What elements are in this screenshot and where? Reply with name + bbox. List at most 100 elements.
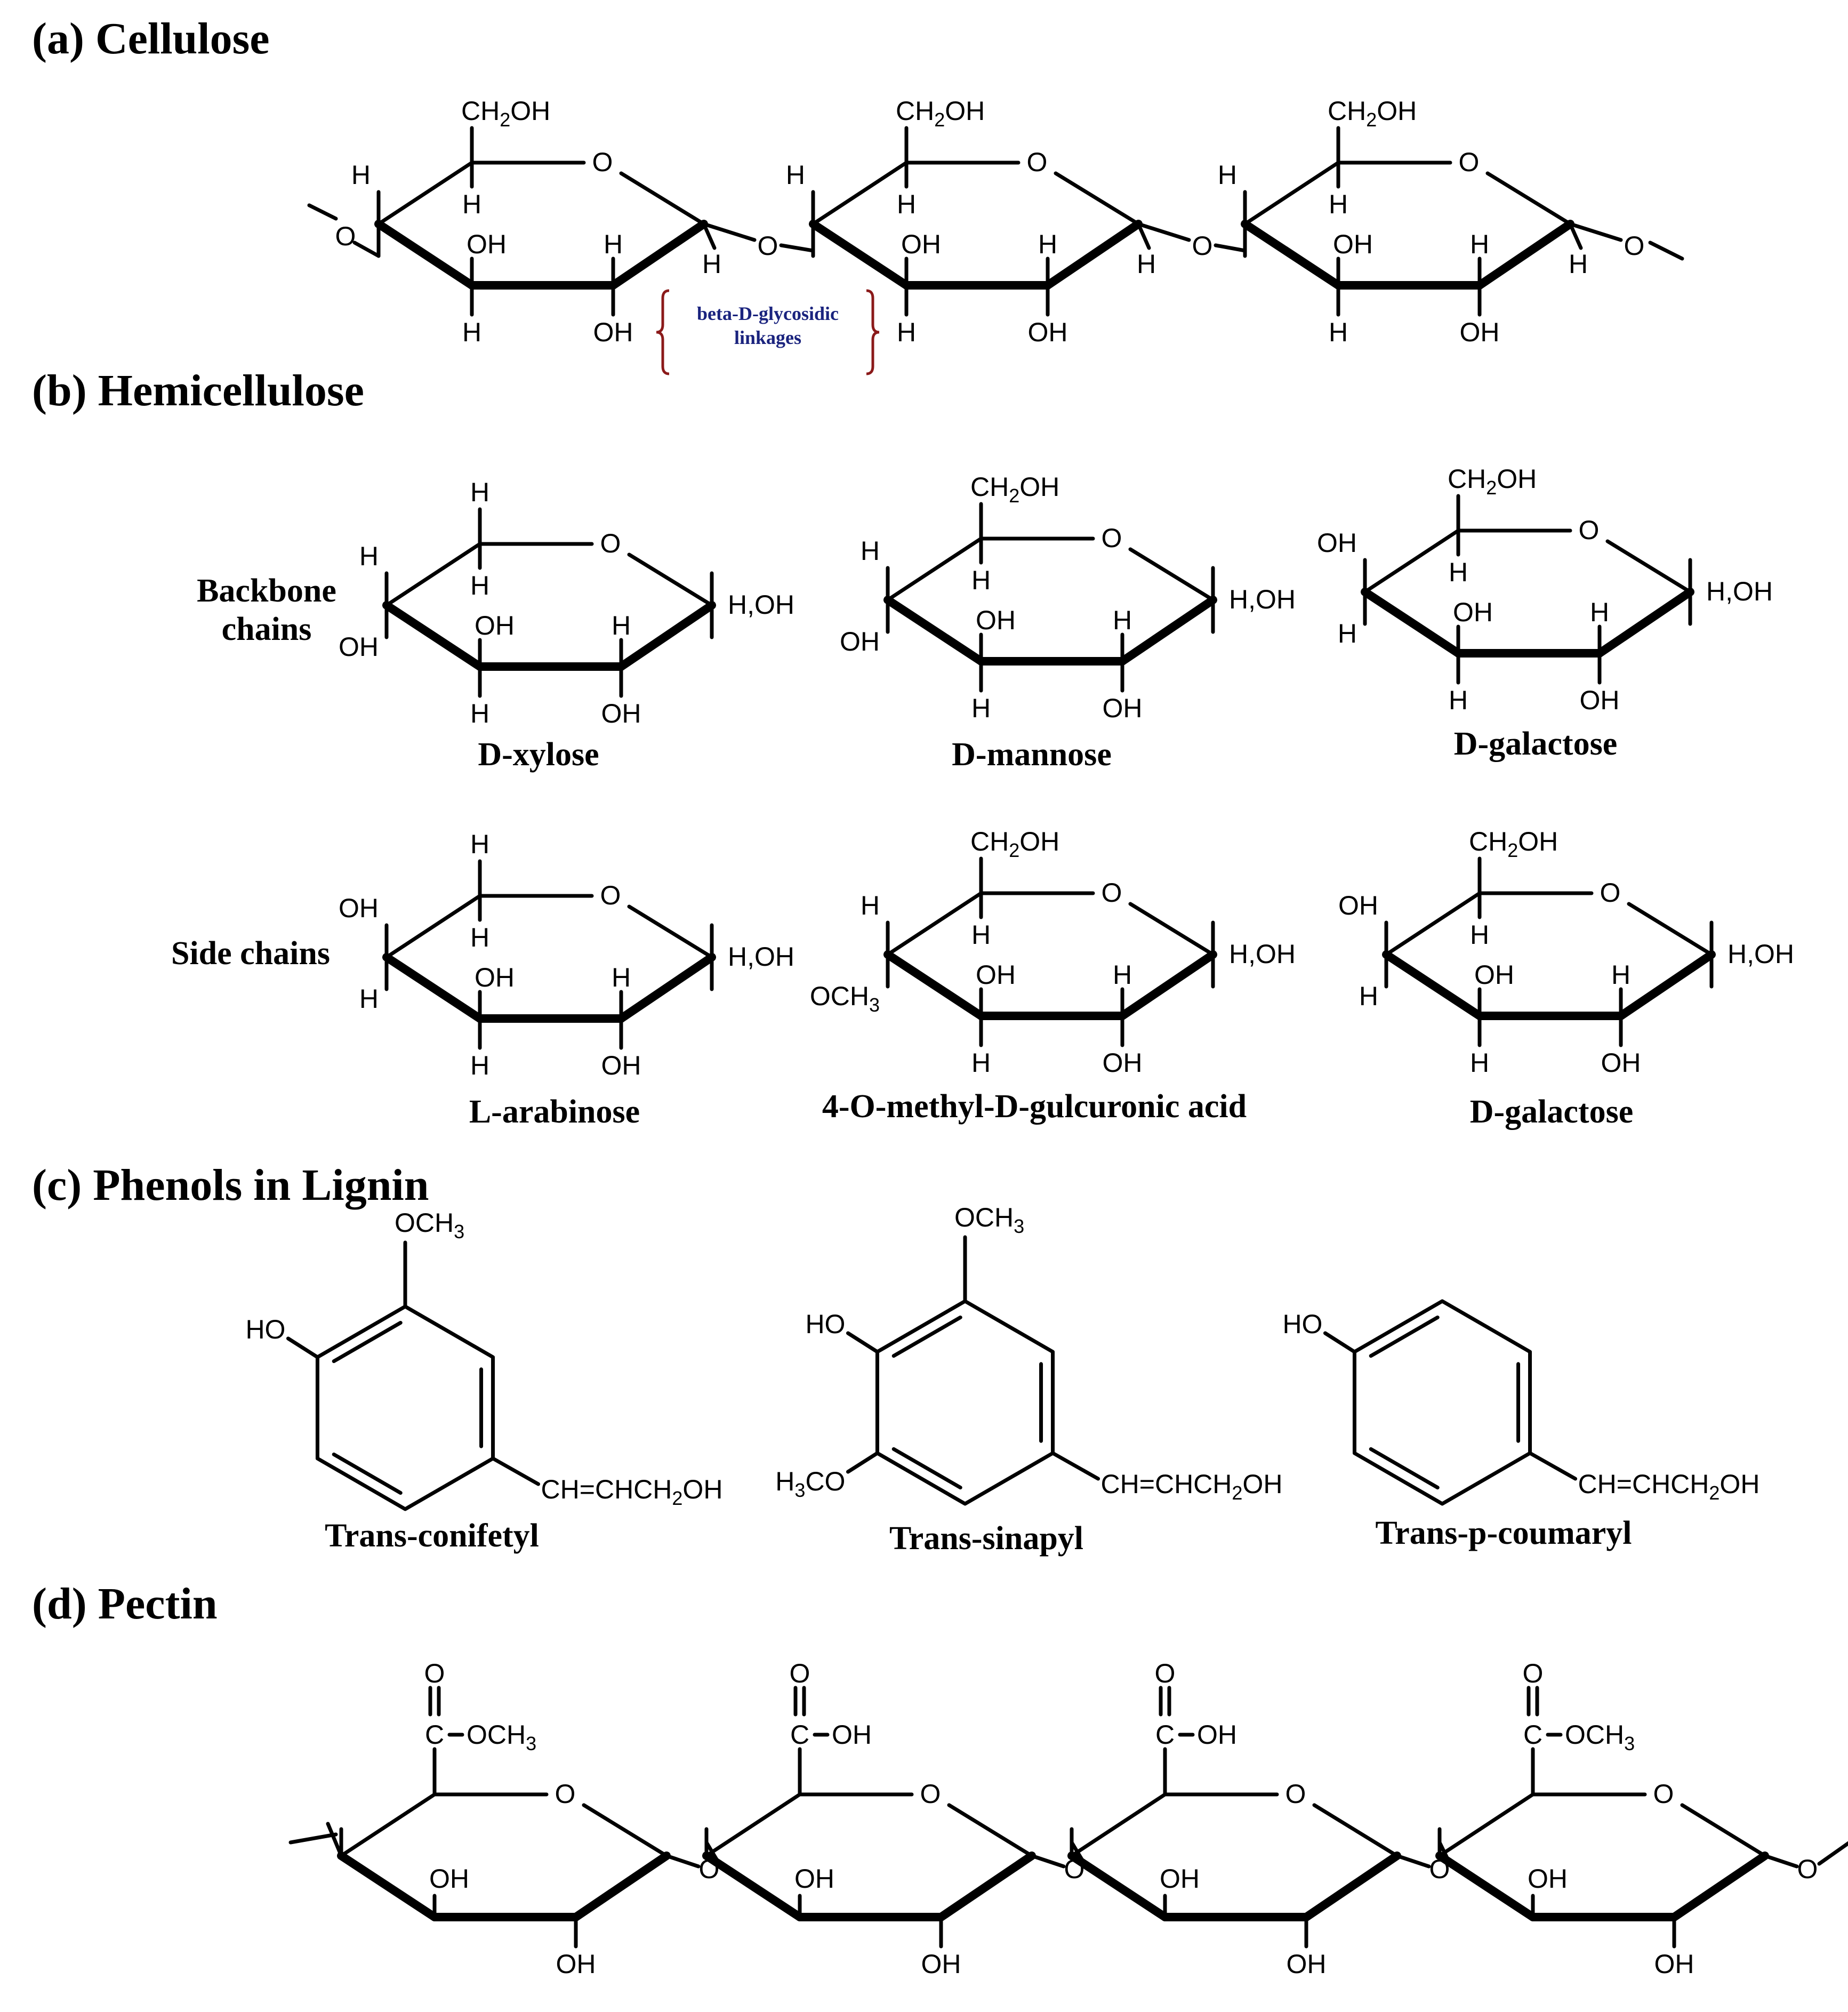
xylose-bond-c3-c4 xyxy=(382,601,484,671)
heading-a: (a) Cellulose xyxy=(32,14,270,63)
glucose-2-c2-oh: OH xyxy=(1027,317,1067,347)
name-d-mannose: D-mannose xyxy=(952,736,1112,773)
glucose-1-c3-h: H xyxy=(462,317,481,347)
mannose-c2-h: H xyxy=(1113,605,1132,635)
linkage-note-line1: beta-D-glycosidic xyxy=(697,303,839,324)
heading-c: (c) Phenols in Lignin xyxy=(32,1160,429,1210)
glucuronic-c5-h-down: H xyxy=(971,920,991,950)
glucose-3-c5-h-down: H xyxy=(1329,189,1348,219)
pectin-chain: OOHOHCOOCH3OOOHOHCOOHOOOHOHCOOHOOOHOHCOO… xyxy=(288,1658,1848,1979)
glucose-1-bond-c3-c4 xyxy=(374,220,476,290)
galacturonate-2-ring-oxygen: O xyxy=(920,1779,941,1809)
galacturonate-1-glycosidic-bond xyxy=(664,1854,701,1869)
glucuronic-c1-hoh: H,OH xyxy=(1229,939,1296,969)
sinapyl-double-0 xyxy=(891,1315,962,1358)
glucose-1-c2-h: H xyxy=(604,229,623,259)
galactose-2-c1-hoh: H,OH xyxy=(1728,939,1794,969)
glucuronic-bond-c3-c4 xyxy=(883,950,985,1020)
galacturonate-3-bond-c1-c2 xyxy=(1302,1851,1401,1921)
glucose-3-c3-h: H xyxy=(1329,317,1348,347)
galactose-1-c2-h: H xyxy=(1590,597,1609,627)
glucose-2-bond-o-c1 xyxy=(1054,171,1140,226)
name-trans-sinapyl: Trans-sinapyl xyxy=(889,1520,1083,1557)
glucose-1-c5-h-down: H xyxy=(462,189,481,219)
sinapyl-side-bond xyxy=(1051,1451,1100,1481)
name-trans-p-coumaryl: Trans-p-coumaryl xyxy=(1375,1515,1632,1551)
galactose-2-c4-down-label: H xyxy=(1359,981,1378,1011)
arabinose-c5-h-down: H xyxy=(470,923,489,952)
sinapyl-allyl: CH=CHCH2OH xyxy=(1101,1469,1283,1504)
coniferyl-ring xyxy=(315,1304,495,1511)
galactose-2-bond-c1-c2 xyxy=(1617,950,1716,1020)
galacturonate-1-carboxyl-c: C xyxy=(425,1720,444,1750)
arabinose-c1-hoh: H,OH xyxy=(728,942,794,972)
galacturonate-1-bond-c4-c5 xyxy=(339,1792,437,1858)
arabinose-c4-up-label: OH xyxy=(339,893,379,923)
glucose-3-ch2oh: CH2OH xyxy=(1328,96,1417,131)
galactose-1-c3-h: H xyxy=(1449,685,1468,715)
galacturonate-1-bond-o-c1 xyxy=(582,1803,669,1858)
glucose-1-ring-oxygen: O xyxy=(592,147,613,177)
galacturonate-1-carbonyl-o: O xyxy=(424,1658,445,1688)
xylose-ring-oxygen: O xyxy=(600,528,621,558)
galacturonate-3-glycosidic-bond xyxy=(1395,1854,1431,1869)
xylose-c4-down-label: OH xyxy=(339,632,379,662)
name-d-galactose-backbone: D-galactose xyxy=(1454,726,1617,762)
galacturonate-2-c3-oh: OH xyxy=(794,1864,834,1894)
galacturonate-2-bond-c4-c5 xyxy=(704,1792,802,1858)
mannose-c3-h: H xyxy=(971,693,991,723)
coumaryl-allyl: CH=CHCH2OH xyxy=(1578,1469,1760,1504)
glucose-2-bond-c1-c2 xyxy=(1043,220,1143,290)
glucose-2-ch2oh: CH2OH xyxy=(896,96,985,131)
xylose-c5-h-up: H xyxy=(470,477,489,507)
xylose-c3-oh: OH xyxy=(475,611,515,640)
glucose-2-c5-h-down: H xyxy=(897,189,916,219)
galacturonate-3-c2-oh: OH xyxy=(1286,1949,1326,1979)
glucose-3-c1-h: H xyxy=(1569,249,1588,279)
arabinose-bond-c4-c5 xyxy=(384,894,482,959)
glucose-3-bond-c1-c2 xyxy=(1475,220,1574,290)
heading-b: (b) Hemicellulose xyxy=(32,366,364,415)
glucose-1-c1-h-bond xyxy=(702,222,717,250)
mannose-ring-oxygen: O xyxy=(1102,523,1122,553)
galacturonate-2-bond-o-c1 xyxy=(947,1803,1034,1858)
glucose-3-bond-c4-c5 xyxy=(1243,161,1340,226)
glycosidic-oxygen-2: O xyxy=(1192,231,1213,261)
coniferyl-double-0 xyxy=(332,1320,403,1364)
glucose-2-c3-h: H xyxy=(897,317,916,347)
galacturonate-4-bond-c1-c2 xyxy=(1670,1851,1769,1921)
arabinose-ring-oxygen: O xyxy=(600,880,621,910)
glucuronic-c3-h: H xyxy=(971,1048,991,1078)
galacturonate-4-bond-o-c1 xyxy=(1680,1803,1767,1858)
glucose-1-bond-c4-c5 xyxy=(376,161,474,226)
row-label-backbone-line1: Backbone xyxy=(197,573,336,609)
glucuronic-c3-oh: OH xyxy=(976,960,1016,990)
coniferyl-double-1 xyxy=(332,1452,403,1495)
galactose-1-c2-oh: OH xyxy=(1579,685,1619,715)
heading-d: (d) Pectin xyxy=(32,1579,218,1629)
arabinose-c4-down-label: H xyxy=(359,984,379,1014)
arabinose-c5-h-up: H xyxy=(470,829,489,859)
glycosidic-bond-next-1 xyxy=(779,243,815,253)
mannose-ch2oh: CH2OH xyxy=(970,472,1059,507)
glucose-2-bond-c4-c5 xyxy=(811,161,909,226)
pectin-end-right xyxy=(1817,1841,1848,1866)
galactose-1-c1-hoh: H,OH xyxy=(1706,576,1773,606)
galactose-2-c4-up-label: OH xyxy=(1338,891,1378,920)
glucose-3-bond-c3-c4 xyxy=(1241,220,1343,290)
galacturonate-2-substituent: OH xyxy=(832,1720,872,1750)
coniferyl-allyl: CH=CHCH2OH xyxy=(541,1474,723,1509)
xylose-c2-h: H xyxy=(612,611,631,640)
galacturonate-3-bond-c4-c5 xyxy=(1070,1792,1167,1858)
coniferyl-och3: OCH3 xyxy=(395,1208,464,1243)
mannose-bond-o-c1 xyxy=(1128,547,1215,602)
galactose-1-c4-up-label: OH xyxy=(1317,528,1357,558)
sinapyl-h3co-bond xyxy=(846,1451,879,1474)
sinapyl-oh-bond xyxy=(846,1331,879,1354)
galactose-2-ch2oh: CH2OH xyxy=(1469,827,1558,861)
galacturonate-3-c3-oh: OH xyxy=(1160,1864,1200,1894)
chain-end-left xyxy=(307,203,338,221)
xylose-c5-h-down: H xyxy=(470,571,489,600)
galacturonate-1-ring-oxygen: O xyxy=(555,1779,576,1809)
